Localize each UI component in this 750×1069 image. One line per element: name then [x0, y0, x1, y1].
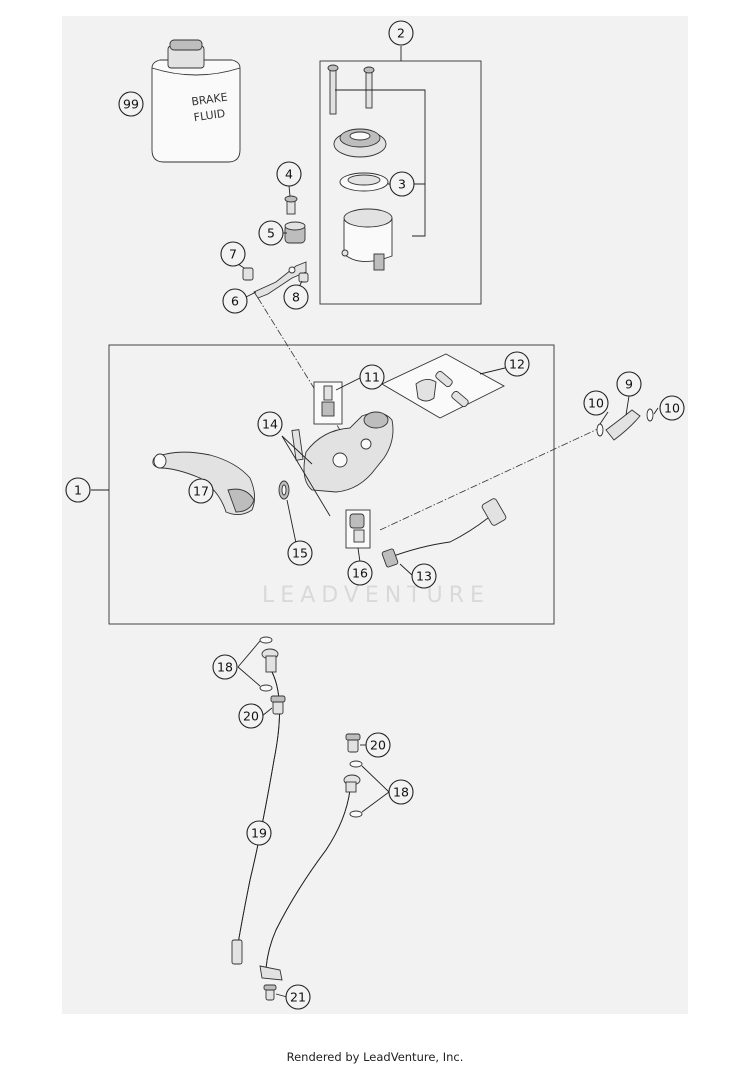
svg-text:6: 6 [231, 294, 239, 309]
bottle-label-line2: FLUID [193, 107, 226, 124]
callout-14: 14 [257, 411, 283, 437]
master-cylinder-group-box [108, 344, 555, 625]
sealing-rings-part-18 [259, 636, 363, 818]
callout-10-right: 10 [659, 395, 685, 421]
rendered-by-footer: Rendered by LeadVenture, Inc. [286, 1050, 464, 1064]
clamp-kit-part-12 [381, 353, 505, 419]
callout-21: 21 [285, 984, 311, 1010]
callout-18-top: 18 [212, 654, 238, 680]
bleeder-part-11 [313, 381, 343, 425]
svg-text:3: 3 [398, 177, 406, 192]
callout-9: 9 [616, 371, 642, 397]
callout-7: 7 [220, 241, 246, 267]
svg-text:14: 14 [262, 417, 278, 432]
callout-19: 19 [246, 820, 272, 846]
svg-text:10: 10 [664, 401, 680, 416]
banjo-fitting-top [261, 648, 279, 673]
watermark: LEADVENTURE [262, 583, 490, 608]
callout-11: 11 [359, 364, 385, 390]
screw-part-21 [263, 984, 277, 1001]
svg-text:19: 19 [251, 826, 267, 841]
callout-3: 3 [389, 171, 415, 197]
axis-line-hose [379, 426, 603, 531]
callout-20-mid: 20 [365, 732, 391, 758]
svg-text:13: 13 [416, 569, 432, 584]
callout-6: 6 [222, 288, 248, 314]
bracket-part-6 [253, 261, 307, 299]
reservoir-screws [327, 64, 375, 115]
reservoir-body [341, 208, 393, 271]
switch-part-16 [345, 509, 371, 549]
callout-13: 13 [411, 563, 437, 589]
callout-16: 16 [347, 560, 373, 586]
brake-fluid-bottle: BRAKE FLUID [151, 39, 241, 163]
svg-text:18: 18 [393, 785, 409, 800]
callout-18-mid: 18 [388, 779, 414, 805]
svg-text:11: 11 [364, 370, 380, 385]
nut-part-8 [298, 272, 309, 283]
svg-text:20: 20 [370, 738, 386, 753]
svg-text:20: 20 [243, 709, 259, 724]
svg-text:4: 4 [285, 167, 293, 182]
reservoir-diaphragm [339, 172, 389, 192]
boot-part-15 [278, 480, 290, 500]
callout-15: 15 [287, 540, 313, 566]
svg-text:5: 5 [267, 226, 275, 241]
callout-5: 5 [258, 220, 284, 246]
callout-17: 17 [188, 478, 214, 504]
svg-text:2: 2 [397, 26, 405, 41]
reservoir-cap [333, 128, 387, 158]
svg-text:17: 17 [193, 484, 209, 499]
svg-text:12: 12 [509, 357, 525, 372]
screw-part-4 [284, 195, 298, 215]
washer-part-10-left [596, 423, 604, 437]
callout-4: 4 [276, 161, 302, 187]
banjo-fitting-mid [343, 774, 361, 793]
svg-text:99: 99 [123, 97, 139, 112]
bottle-label-line1: BRAKE [191, 91, 229, 109]
callout-10-left: 10 [583, 390, 609, 416]
brake-lever [152, 451, 255, 515]
hose-fitting-part-9 [605, 409, 641, 441]
svg-text:18: 18 [217, 660, 233, 675]
switch-cable-part-13 [381, 498, 507, 568]
svg-text:15: 15 [292, 546, 308, 561]
svg-text:7: 7 [229, 247, 237, 262]
leader-lines [91, 185, 659, 998]
svg-text:21: 21 [290, 990, 306, 1005]
master-cylinder-body [303, 411, 394, 493]
banjo-bolts-part-20 [270, 695, 361, 753]
reservoir-group-box [319, 60, 482, 305]
svg-text:1: 1 [74, 483, 82, 498]
nut-part-7 [242, 267, 254, 281]
callout-12: 12 [504, 351, 530, 377]
svg-text:16: 16 [352, 566, 368, 581]
svg-text:8: 8 [292, 290, 300, 305]
callout-20-top: 20 [238, 703, 264, 729]
svg-text:10: 10 [588, 396, 604, 411]
callout-1: 1 [65, 477, 91, 503]
callout-99: 99 [118, 91, 144, 117]
washer-part-10-right [646, 408, 654, 422]
callout-2: 2 [388, 20, 414, 46]
svg-text:9: 9 [625, 377, 633, 392]
callout-8: 8 [283, 284, 309, 310]
bushing-part-5 [284, 221, 306, 244]
